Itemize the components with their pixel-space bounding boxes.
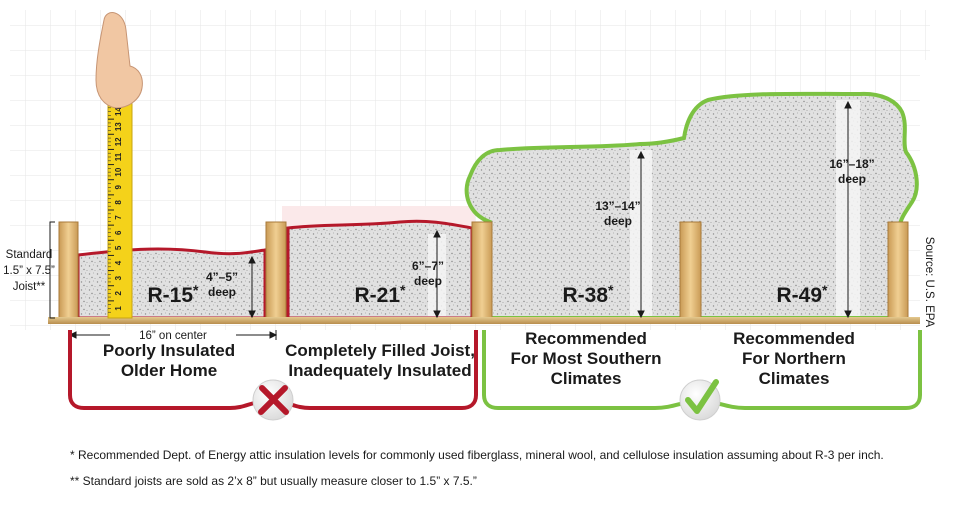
tape-number: 3 [114, 275, 123, 280]
tape-number: 7 [114, 215, 123, 220]
r15-caption-line-2: Older Home [121, 361, 217, 380]
tape-number: 11 [114, 152, 123, 161]
tape-number: 9 [114, 185, 123, 190]
tape-number: 10 [114, 167, 123, 176]
r49-depth-value: 16”–18” [829, 157, 874, 171]
spacing-note: 16” on center [139, 330, 207, 342]
r21-depth-label: deep [414, 274, 442, 288]
joist [679, 221, 702, 321]
tape-number: 2 [114, 291, 123, 296]
r38-caption-line-3: Climates [551, 369, 622, 388]
joist-note-line-3: Joist** [13, 281, 46, 293]
r49-depth-label: deep [838, 172, 866, 186]
joist [471, 221, 493, 321]
r15-caption-line-1: Poorly Insulated [103, 341, 235, 360]
r49-value: R-49 [777, 284, 823, 307]
joist-note-line-2: 1.5” x 7.5” [3, 265, 55, 277]
r21-caption-line-2: Inadequately Insulated [288, 361, 471, 380]
southern-insulation [464, 91, 919, 320]
tape-number: 5 [114, 245, 123, 250]
r21-label: R-21* [355, 282, 407, 307]
r21-insulation [286, 219, 474, 320]
joist [265, 221, 287, 321]
r38-depth-label: deep [604, 214, 632, 228]
footnote-1: * Recommended Dept. of Energy attic insu… [70, 448, 884, 462]
r49-caption-line-1: Recommended [733, 329, 855, 348]
joist [887, 221, 909, 321]
r38-caption-line-1: Recommended [525, 329, 647, 348]
r15-depth-label: deep [208, 285, 236, 299]
r49-caption-line-3: Climates [759, 369, 830, 388]
joist [58, 221, 79, 321]
tape-number: 13 [114, 122, 123, 131]
tint-panel [920, 60, 940, 330]
source-note: Source: U.S. EPA [923, 237, 935, 328]
r49-caption-line-2: For Northern [742, 349, 846, 368]
hand-icon [95, 12, 143, 109]
tape-number: 8 [114, 200, 123, 205]
tape-number: 12 [114, 137, 123, 146]
r38-value: R-38 [563, 284, 609, 307]
r21-value: R-21 [355, 284, 401, 307]
depth-arrows [248, 100, 852, 319]
check-mark-icon [679, 379, 721, 421]
joist-height-bracket [49, 221, 55, 319]
r15-value: R-15 [148, 284, 194, 307]
asterisk: * [193, 282, 199, 298]
x-mark-icon [252, 379, 294, 421]
r38-label: R-38* [563, 282, 615, 307]
asterisk: * [400, 282, 406, 298]
footnote-2: ** Standard joists are sold as 2’x 8” bu… [70, 474, 477, 488]
spacing-dimension [68, 330, 278, 340]
ceiling-beam [48, 317, 920, 324]
r21-depth-value: 6”–7” [412, 259, 444, 273]
joist-note-line-1: Standard [6, 249, 53, 261]
tape-number: 1 [114, 306, 123, 311]
tape-number: 14 [114, 107, 123, 116]
tape-number: 6 [114, 230, 123, 235]
tape-number: 4 [114, 260, 123, 265]
r21-caption-line-1: Completely Filled Joist, [285, 341, 475, 360]
r38-depth-value: 13”–14” [595, 199, 640, 213]
r15-label: R-15* [148, 282, 200, 307]
asterisk: * [608, 282, 614, 298]
r49-label: R-49* [777, 282, 829, 307]
r15-depth-value: 4”–5” [206, 270, 238, 284]
asterisk: * [822, 282, 828, 298]
r38-caption-line-2: For Most Southern [510, 349, 661, 368]
